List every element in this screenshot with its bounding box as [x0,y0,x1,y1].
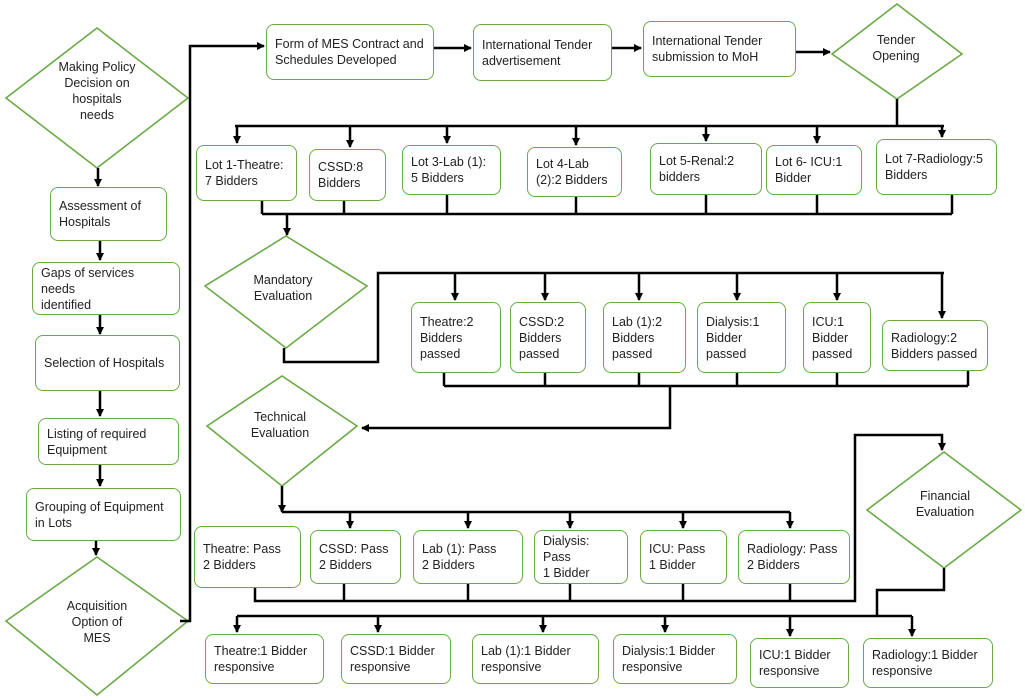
step-advert-label: International Tender advertisement [482,37,593,68]
step-form: Form of MES Contract and Schedules Devel… [266,24,434,80]
technical-cssd-label: CSSD: Pass 2 Bidders [319,542,389,572]
mandatory-dialysis-label: Dialysis:1 Bidder passed [706,314,760,361]
financial-cssd: CSSD:1 Bidder responsive [341,634,451,684]
lot-4: Lot 4-Lab (2):2 Bidders [527,147,622,197]
mandatory-icu-label: ICU:1 Bidder passed [812,314,853,361]
technical-dialysis-label: Dialysis: Pass 1 Bidder [543,534,590,580]
lot-5: Lot 5-Renal:2 bidders [650,143,762,195]
mandatory-dialysis: Dialysis:1 Bidder passed [697,302,786,373]
financial-dialysis: Dialysis:1 Bidder responsive [613,634,737,684]
step-gaps-label: Gaps of services needs identified [41,265,135,312]
edge-financial-down [875,568,946,616]
mandatory-lab1: Lab (1):2 Bidders passed [603,302,686,373]
lot-4-label: Lot 4-Lab (2):2 Bidders [536,157,608,187]
financial-cssd-label: CSSD:1 Bidder responsive [350,644,435,674]
decision-financial-label: Financial Evaluation [915,489,975,519]
lot-1: Lot 1-Theatre: 7 Bidders [196,145,297,201]
financial-lab1-label: Lab (1):1 Bidder responsive [481,644,571,674]
lot-7: Lot 7-Radiology:5 Bidders [876,139,997,195]
financial-icu: ICU:1 Bidder responsive [750,638,849,688]
step-submission: International Tender submission to MoH [643,21,796,77]
financial-lab1: Lab (1):1 Bidder responsive [472,634,599,684]
step-submission-label: International Tender submission to MoH [652,34,763,64]
edge-acquisition-form [180,42,265,623]
step-assessment: Assessment of Hospitals [50,187,167,241]
lot-5-label: Lot 5-Renal:2 bidders [659,154,735,184]
edge-technical-financial [253,433,946,603]
step-selection: Selection of Hospitals [35,335,180,391]
mandatory-theatre: Theatre:2 Bidders passed [411,302,501,373]
financial-radiology: Radiology:1 Bidder responsive [863,638,993,688]
financial-radiology-label: Radiology:1 Bidder responsive [872,648,978,678]
technical-theatre: Theatre: Pass 2 Bidders [194,526,301,588]
step-gaps: Gaps of services needs identified [32,262,180,315]
step-grouping: Grouping of Equipment in Lots [26,488,181,541]
step-selection-label: Selection of Hospitals [44,356,165,370]
edge-mandatory-technical [361,386,672,432]
lot-2-label: CSSD:8 Bidders [318,160,364,190]
lot-7-label: Lot 7-Radiology:5 Bidders [885,152,983,182]
step-advert: International Tender advertisement [473,24,612,81]
mandatory-lab1-label: Lab (1):2 Bidders passed [612,314,663,361]
decision-policy-label: Making Policy Decision on hospitals need… [58,60,136,122]
step-listing-label: Listing of required Equipment [47,426,147,457]
mandatory-icu: ICU:1 Bidder passed [803,302,871,373]
technical-radiology-label: Radiology: Pass 2 Bidders [747,542,838,572]
financial-theatre-label: Theatre:1 Bidder responsive [214,644,308,674]
decision-technical-label: Technical Evaluation [250,410,310,440]
decision-mandatory-label: Mandatory Evaluation [253,273,313,303]
technical-lab1-label: Lab (1): Pass 2 Bidders [422,542,497,572]
technical-dialysis: Dialysis: Pass 1 Bidder [534,530,628,584]
financial-theatre: Theatre:1 Bidder responsive [205,634,324,684]
step-assessment-label: Assessment of Hospitals [59,199,141,229]
mandatory-theatre-label: Theatre:2 Bidders passed [420,314,474,361]
lot-6-label: Lot 6- ICU:1 Bidder [775,155,843,185]
edge-mandatory-results [282,271,944,364]
technical-cssd: CSSD: Pass 2 Bidders [310,530,401,584]
technical-icu-label: ICU: Pass 1 Bidder [649,542,706,572]
technical-theatre-label: Theatre: Pass 2 Bidders [203,542,281,572]
decision-acquisition-label: Acquisition Option of MES [66,599,128,645]
technical-icu: ICU: Pass 1 Bidder [640,530,727,584]
lot-6: Lot 6- ICU:1 Bidder [766,145,862,195]
financial-icu-label: ICU:1 Bidder responsive [759,648,831,678]
technical-lab1: Lab (1): Pass 2 Bidders [413,530,523,584]
lot-1-label: Lot 1-Theatre: 7 Bidders [205,158,284,188]
lot-2: CSSD:8 Bidders [309,149,386,201]
mandatory-cssd: CSSD:2 Bidders passed [510,302,586,373]
step-listing: Listing of required Equipment [38,418,179,465]
step-grouping-label: Grouping of Equipment in Lots [35,499,164,530]
decision-acquisition-shape [4,556,190,697]
lot-3-label: Lot 3-Lab (1): 5 Bidders [411,155,487,185]
lot-3: Lot 3-Lab (1): 5 Bidders [402,145,501,195]
technical-radiology: Radiology: Pass 2 Bidders [738,530,850,584]
decision-opening-label: Tender Opening [872,33,920,63]
step-form-label: Form of MES Contract and Schedules Devel… [275,37,424,67]
financial-dialysis-label: Dialysis:1 Bidder responsive [622,644,716,674]
mandatory-radiology: Radiology:2 Bidders passed [882,320,988,371]
mandatory-radiology-label: Radiology:2 Bidders passed [891,330,978,361]
mandatory-cssd-label: CSSD:2 Bidders passed [519,314,565,361]
decision-mandatory-shape [203,235,369,350]
